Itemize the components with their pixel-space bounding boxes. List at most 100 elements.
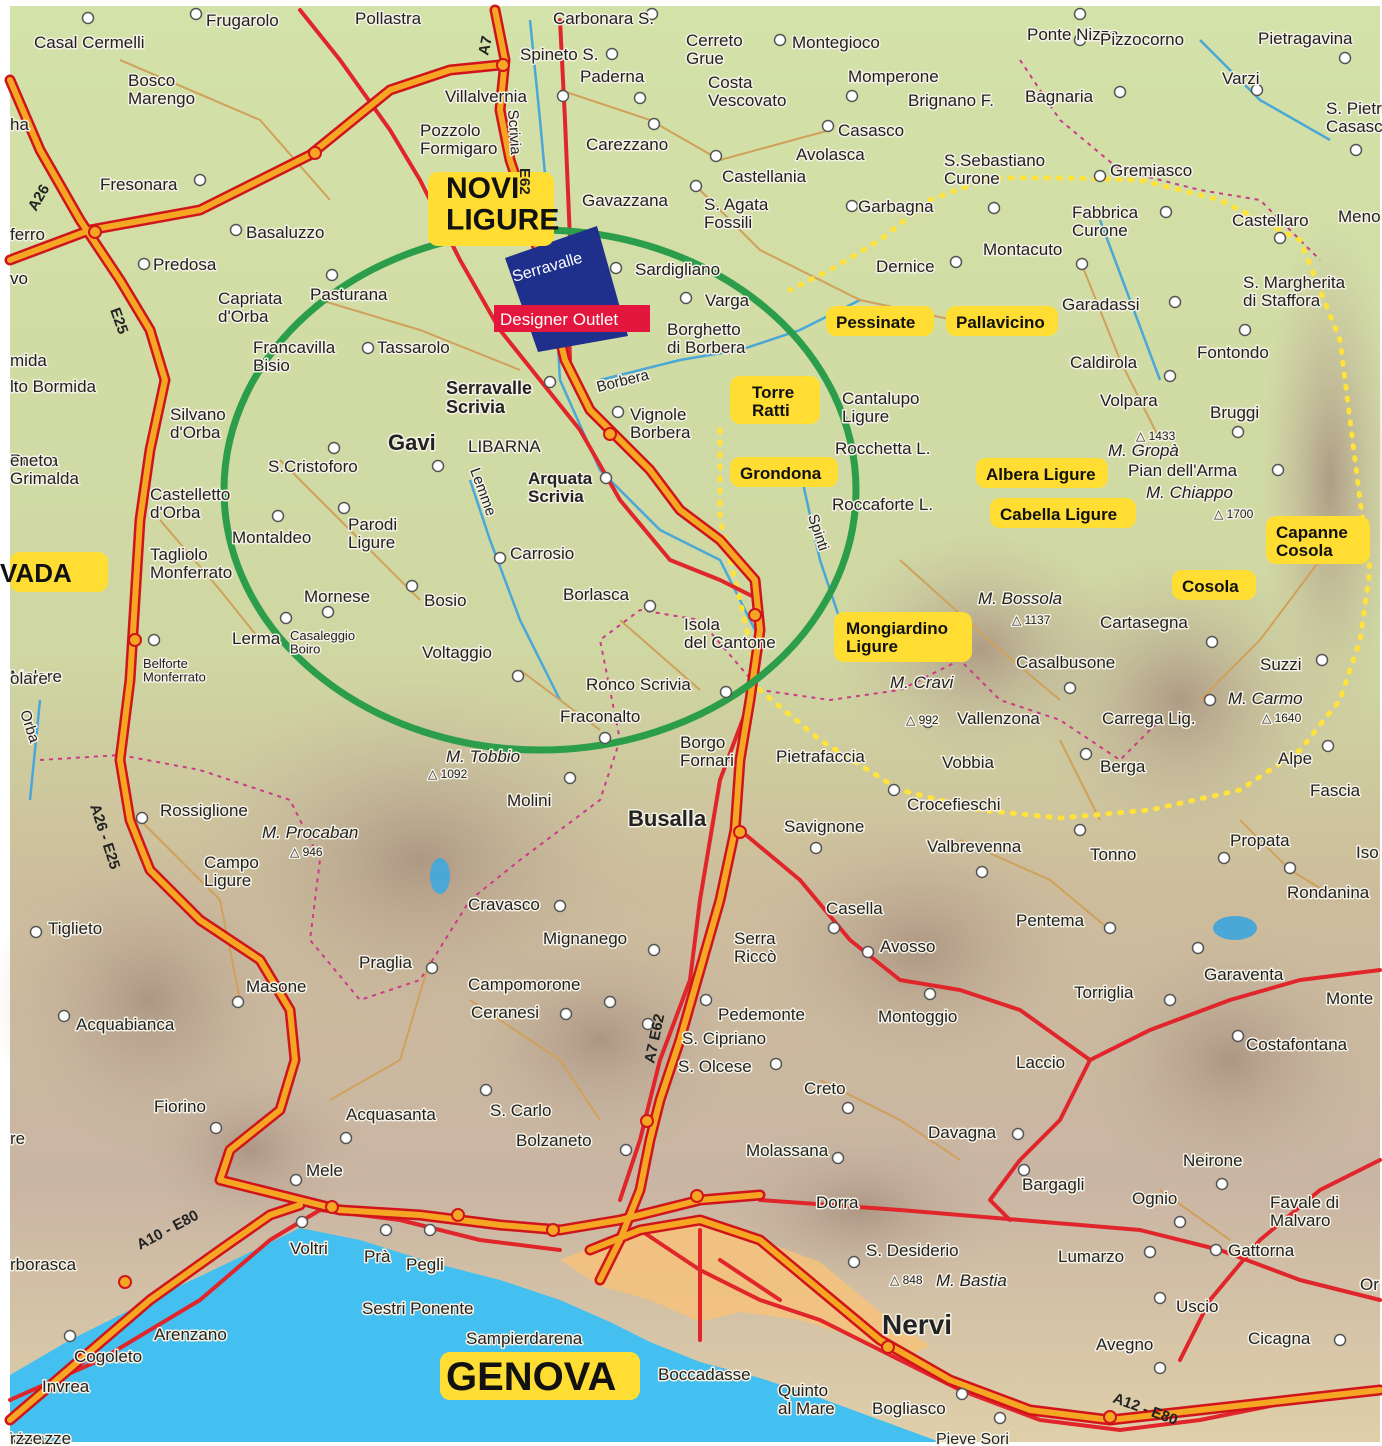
place-dot-belforte-monferrato [147,633,161,647]
outlet-marker[interactable]: Serravalle Designer Outlet [494,226,650,352]
place-dot-fiorino [209,1121,223,1135]
place-label-alpe: Alpe [1278,749,1312,768]
place-dot-varzi [1250,83,1264,97]
genova-urban [560,1220,930,1360]
place-dot-vobbia [887,783,901,797]
peak-label-m-tobbio: M. Tobbio [446,747,520,766]
highlight-bg-albera-ligure [976,458,1108,488]
place-label-ognio: Ognio [1132,1189,1177,1208]
place-label-suzzi: Suzzi [1260,655,1302,674]
place-label-garadassi: Garadassi [1062,295,1139,314]
place-dot-lerma [279,611,293,625]
highlight-bg-cosola [1172,570,1256,600]
highlight-bg-capanne-cosola [1266,516,1370,564]
place-label-arenzano: Arenzano [154,1325,227,1344]
peak-elev-946: △ 946 [290,845,323,859]
place-label-acquasanta: Acquasanta [346,1105,436,1124]
place-dot-bruggi [1231,425,1245,439]
place-dot-rondanina [1283,861,1297,875]
place-label-masone: Masone [246,977,306,996]
place-dot-voltri [295,1215,309,1229]
place-dot-bosio [405,579,419,593]
place-label-fresonara: Fresonara [100,175,178,194]
place-label-casalbusone: Casalbusone [1016,653,1115,672]
place-label-cogoleto: Cogoleto [74,1347,142,1366]
place-dot-cartasegna [1205,635,1219,649]
place-dot-casasco [821,119,835,133]
place-dot-montacuto [1075,257,1089,271]
bold-place-nervi: Nervi [882,1309,952,1340]
place-label-rocchetta-l: Rocchetta L. [835,439,930,458]
place-label-pasturana: Pasturana [310,285,388,304]
place-label-borlasca: Borlasca [563,585,630,604]
place-dot-casal-cermelli [81,11,95,25]
highlight-label-cabella-ligure: Cabella Ligure [1000,505,1117,524]
edge-label-rborasca: rborasca [10,1255,77,1274]
place-label-s-cristoforo: S.Cristoforo [268,457,358,476]
place-label-castellania: Castellania [722,167,807,186]
place-label-volpara: Volpara [1100,391,1158,410]
place-label-caldirola: Caldirola [1070,353,1138,372]
place-dot-caldirola [1163,369,1177,383]
place-label-bagnaria: Bagnaria [1025,87,1094,106]
peak-elev-1433: △ 1433 [1136,429,1176,443]
place-label-pieve-sori: Pieve Sori [936,1431,1009,1446]
place-dot-castellania [709,149,723,163]
place-label-cicagna: Cicagna [1248,1329,1311,1348]
regional-border [1019,59,1321,261]
place-dot-varga [679,291,693,305]
place-label-invrea: Invrea [42,1377,90,1396]
place-label-rondanina: Rondanina [1287,883,1370,902]
place-dot-garaventa [1191,941,1205,955]
place-label-spineto-s: Spineto S. [520,45,598,64]
place-label-brignano-f: Brignano F. [908,91,994,110]
place-label-ronco-scrivia: Ronco Scrivia [586,675,691,694]
lake [1213,916,1257,940]
place-dot-uscio [1153,1291,1167,1305]
trail [717,175,1373,821]
place-dot-fraconalto [598,731,612,745]
river-label-scrivia: Scrivia [504,109,524,156]
place-label-garbagna: Garbagna [858,197,934,216]
place-dot-montoggio [923,987,937,1001]
place-label-montoggio: Montoggio [878,1007,957,1026]
place-label-voltri: Voltri [290,1239,328,1258]
peak-label-m-procaban: M. Procaban [262,823,358,842]
place-dot-gattorna [1209,1243,1223,1257]
place-dot-s-carlo [479,1083,493,1097]
place-label-casella: Casella [826,899,883,918]
place-label-cravasco: Cravasco [468,895,540,914]
edge-label-lto-bormida: lto Bormida [10,377,97,396]
place-dot-cogoleto [63,1329,77,1343]
place-label-casasco: Casasco [838,121,904,140]
edge-label-or: Or [1360,1275,1379,1294]
edge-label-rzze: rzze [10,1429,42,1446]
place-label-bruggi: Bruggi [1210,403,1259,422]
place-label-dorra: Dorra [816,1193,859,1212]
edge-label-ha: ha [10,115,29,134]
place-label-vallenzona: Vallenzona [957,709,1040,728]
highlight-label-cosola: Cosola [1182,577,1239,596]
place-dot-savignone [809,841,823,855]
place-label-praglia: Praglia [359,953,412,972]
place-label-fraconalto: Fraconalto [560,707,640,726]
place-label-carbonara-s: Carbonara S. [553,9,654,28]
place-label-frugarolo: Frugarolo [206,11,279,30]
place-dot-carbonara-s [645,7,659,21]
edge-label-vo: vo [10,269,28,288]
place-dot-bogliasco [955,1387,969,1401]
place-label-mignanego: Mignanego [543,929,627,948]
